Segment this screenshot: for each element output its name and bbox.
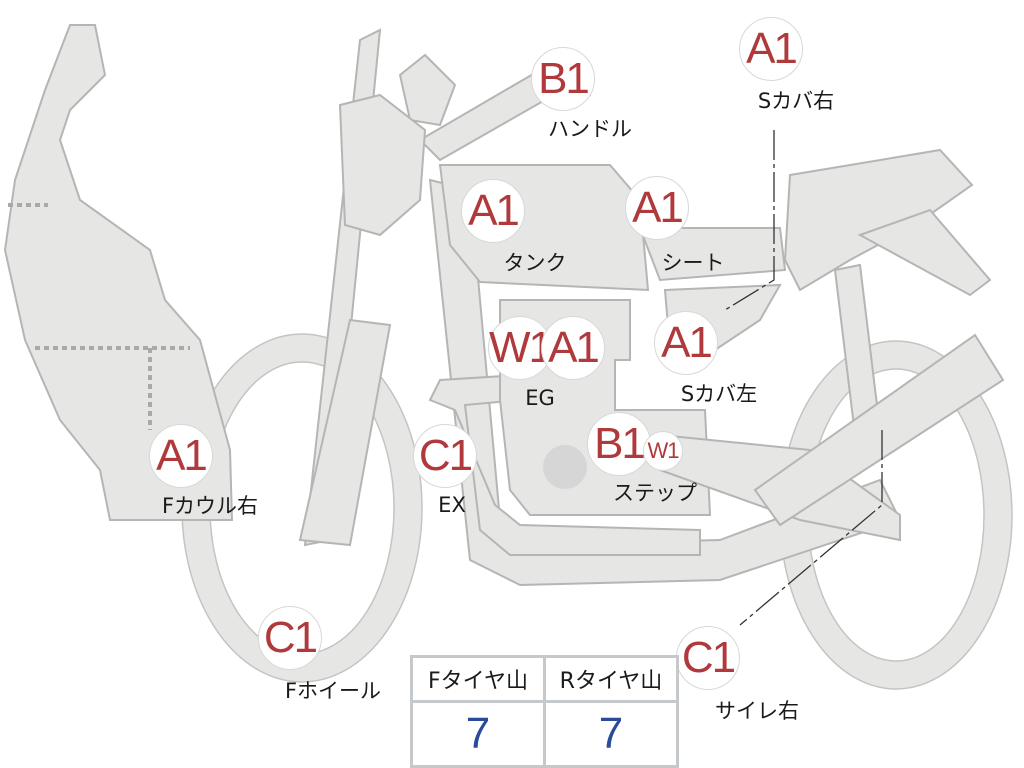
grade-badge-engine-a: A1 xyxy=(541,316,605,380)
front-tire-header: Fタイヤ山 xyxy=(410,655,546,703)
label-engine: EG xyxy=(525,386,555,410)
grade-badge-silencer-right: C1 xyxy=(676,626,740,690)
grade-badge-side-cover-left: A1 xyxy=(654,311,718,375)
grade-badge-side-cover-right: A1 xyxy=(739,17,803,81)
grade-badge-tank: A1 xyxy=(461,179,525,243)
front-cowl-shape xyxy=(3,24,234,521)
seat-shape xyxy=(638,227,787,282)
rear-tire-value: 7 xyxy=(543,700,679,768)
grade-badge-front-cowl-right: A1 xyxy=(149,424,213,488)
label-tank: タンク xyxy=(503,251,567,275)
grade-badge-handle: B1 xyxy=(531,47,595,111)
front-tire-value: 7 xyxy=(410,700,546,768)
label-exhaust: EX xyxy=(438,493,466,517)
label-seat: シート xyxy=(661,251,725,275)
frame-shape xyxy=(428,178,902,587)
label-side-cover-left: Sカバ左 xyxy=(680,382,758,406)
grade-badge-step-w: W1 xyxy=(643,431,683,471)
headlight-shape xyxy=(338,93,427,237)
label-silencer-right: サイレ右 xyxy=(715,699,799,723)
label-step: ステップ xyxy=(613,481,697,505)
label-front-cowl-right: Fカウル右 xyxy=(161,494,259,518)
silencer-shape xyxy=(753,333,1005,527)
grade-badge-front-wheel: C1 xyxy=(258,606,322,670)
label-front-wheel: Fホイール xyxy=(284,679,382,703)
rear-tire-header: Rタイヤ山 xyxy=(543,655,679,703)
grade-badge-step-b: B1 xyxy=(587,412,651,476)
label-side-cover-right: Sカバ右 xyxy=(757,89,835,113)
tire-tread-table: Fタイヤ山 Rタイヤ山 7 7 xyxy=(410,655,679,768)
grade-badge-exhaust: C1 xyxy=(413,424,477,488)
label-handle: ハンドル xyxy=(548,117,632,141)
grade-badge-seat: A1 xyxy=(625,176,689,240)
